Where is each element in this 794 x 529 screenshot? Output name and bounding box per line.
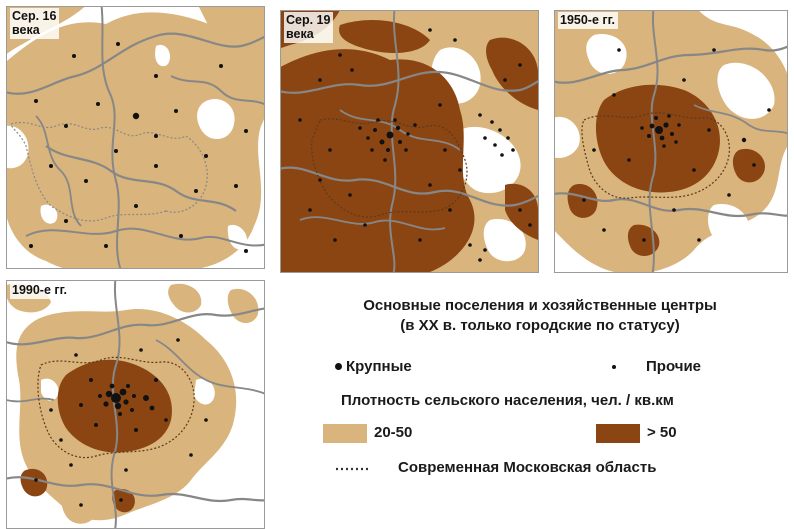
legend-density-high: > 50 xyxy=(647,424,677,441)
map-1950s-image xyxy=(554,10,788,273)
map-panel-16th-century: Сер. 16 века xyxy=(6,6,265,269)
panel-label-1990s: 1990-е гг. xyxy=(10,282,71,299)
dotted-line-icon xyxy=(336,467,370,471)
map-panel-19th-century: Сер. 19 века xyxy=(280,10,539,273)
map-1990s-image xyxy=(6,280,265,529)
panel-label-19th-century: Сер. 19 века xyxy=(284,12,334,43)
map-panel-1950s: 1950-е гг. xyxy=(554,10,788,273)
map-panel-1990s: 1990-е гг. xyxy=(6,280,265,529)
legend-density-title: Плотность сельского населения, чел. / кв… xyxy=(341,392,674,409)
large-settlement-dot-icon xyxy=(335,363,342,370)
map-16th-century-image xyxy=(6,6,265,269)
panel-label-16th-century: Сер. 16 века xyxy=(10,8,60,39)
legend-region-label: Современная Московская область xyxy=(398,459,657,476)
density-high-swatch xyxy=(596,424,640,443)
map-19th-century-image xyxy=(280,10,539,273)
legend-title-line1: Основные поселения и хозяйственные центр… xyxy=(363,297,717,314)
density-low-swatch xyxy=(323,424,367,443)
legend-title: Основные поселения и хозяйственные центр… xyxy=(305,296,775,336)
legend-large-label: Крупные xyxy=(346,358,412,375)
legend-title-line2: (в ХХ в. только городские по статусу) xyxy=(400,317,680,334)
legend-other-label: Прочие xyxy=(646,358,702,375)
other-settlement-dot-icon xyxy=(612,365,616,369)
legend-density-low: 20-50 xyxy=(374,424,413,441)
panel-label-1950s: 1950-е гг. xyxy=(558,12,619,29)
